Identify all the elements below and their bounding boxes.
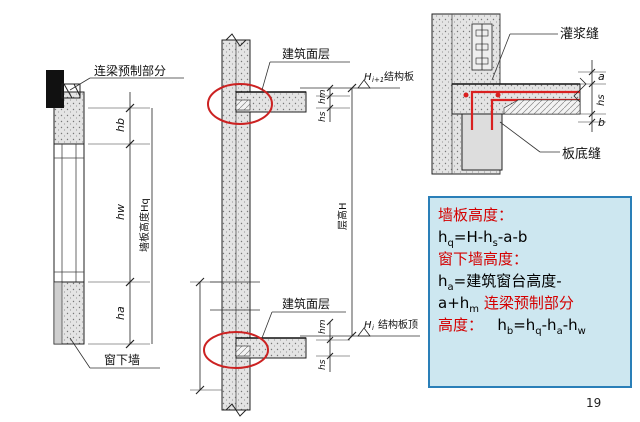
- dim-ha: ha: [114, 306, 127, 320]
- window-wall-title: 窗下墙高度：: [438, 250, 529, 268]
- detail-dims: [578, 60, 606, 132]
- wall-height-title: 墙板高度：: [438, 206, 514, 224]
- dim-hs-detail: hs: [596, 94, 607, 106]
- wall-height-formula: hq=H-hs-a-b: [438, 228, 528, 249]
- grout-joint-label: 灌浆缝: [560, 27, 599, 42]
- floor-top-mark: H: [364, 72, 372, 83]
- middle-wall-section: [210, 33, 307, 417]
- highlight-circle-bottom: [203, 331, 269, 369]
- dim-hs-top: hs: [318, 111, 328, 122]
- coupling-beam-label: 连梁预制部分: [94, 63, 166, 78]
- middle-left-dims: [190, 277, 222, 395]
- finish-layer-top-label: 建筑面层: [282, 46, 330, 61]
- window-wall-formula-cont: a+hm 连梁预制部分: [438, 294, 574, 315]
- story-height-label: 层高H: [336, 202, 349, 230]
- floor-top-structure-label: 结构板: [384, 70, 414, 83]
- floor-bottom-structure-label: 结构板顶: [378, 318, 418, 331]
- story-height-dimension: [347, 83, 357, 341]
- floor-bottom-level: H i 结构板顶: [300, 318, 420, 337]
- dim-hs-bottom: hs: [318, 359, 328, 370]
- finish-layer-bottom-label: 建筑面层: [282, 296, 330, 311]
- highlight-circle-top: [207, 83, 273, 125]
- dim-hb: hb: [114, 118, 127, 132]
- left-wall-elevation: [46, 70, 85, 345]
- dim-a: a: [598, 70, 605, 83]
- middle-small-dims: [316, 84, 350, 372]
- beam-height-formula: 高度： hb=hq-ha-hw: [438, 316, 586, 337]
- dim-b: b: [598, 116, 605, 129]
- window-wall-formula: ha=建筑窗台高度-: [438, 272, 562, 293]
- wall-panel-height-label: 墙板高度Hq: [138, 198, 151, 252]
- slab-bottom-joint-label: 板底缝: [562, 146, 601, 162]
- formula-box: 墙板高度： hq=H-hs-a-b 窗下墙高度： ha=建筑窗台高度- a+hm…: [428, 196, 632, 388]
- left-dimension-chain: [88, 92, 150, 349]
- floor-bottom-mark: H: [364, 320, 372, 331]
- floor-top-level: H i+1 结构板: [300, 70, 414, 89]
- floor-bottom-sub: i: [372, 324, 374, 332]
- dim-hm-top: hm: [318, 89, 328, 104]
- window-lower-wall-label: 窗下墙: [104, 353, 140, 367]
- dim-hw: hw: [114, 204, 127, 220]
- joint-detail: [431, 13, 587, 175]
- floor-top-sub: i+1: [372, 76, 384, 84]
- dim-hm-bottom: hm: [318, 319, 328, 334]
- page-number: 19: [586, 396, 602, 410]
